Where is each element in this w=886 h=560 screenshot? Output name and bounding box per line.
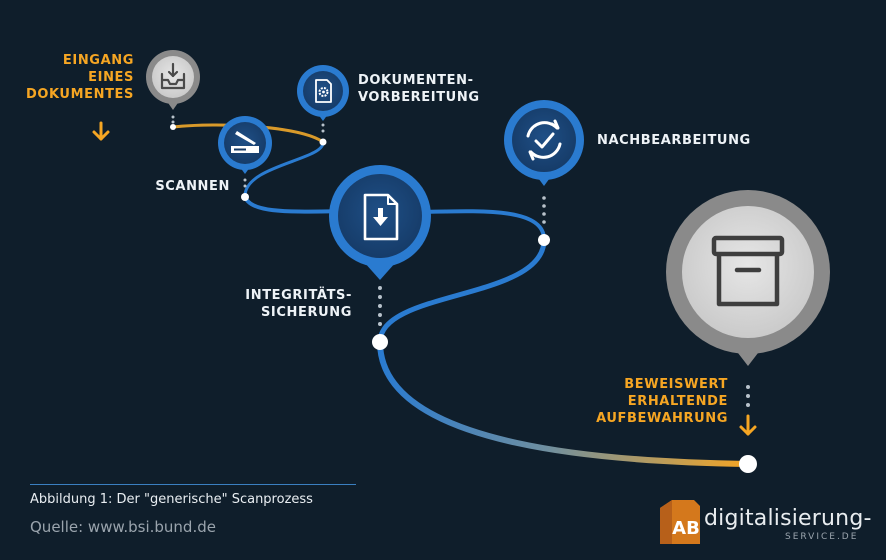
refresh-check-icon [526, 119, 562, 161]
label-vorbereitung: DOKUMENTEN- VORBEREITUNG [358, 72, 480, 106]
pin-scannen [218, 116, 272, 174]
path-segment-scannen [243, 141, 325, 197]
label-line: EINES [88, 70, 134, 85]
path-segment-to-aufbewahrung [377, 341, 749, 467]
archive-box-icon [711, 235, 785, 307]
label-nachbearbeitung: NACHBEARBEITUNG [597, 132, 751, 149]
label-line: ERHALTENDE [627, 394, 728, 409]
label-line: SICHERUNG [260, 305, 352, 320]
label-line: INTEGRITÄTS- [245, 288, 352, 303]
label-eingang: EINGANG EINES DOKUMENTES [26, 52, 134, 103]
label-line: SCANNEN [155, 179, 230, 194]
dotted-connectors [171, 115, 750, 407]
label-scannen: SCANNEN [155, 178, 230, 195]
document-download-icon [363, 193, 399, 241]
pin-aufbewahrung [666, 190, 830, 366]
path-nodes [170, 124, 757, 473]
path-segment-back [377, 239, 547, 343]
source-link[interactable]: Quelle: www.bsi.bund.de [30, 518, 216, 536]
inbox-icon [160, 62, 186, 90]
logo-badge-text: AB [672, 518, 700, 539]
pin-nachbearbeitung [504, 100, 584, 186]
label-line: AUFBEWAHRUNG [596, 411, 728, 426]
arrow-down-icon-left [92, 121, 110, 141]
label-line: DOKUMENTEN- [358, 73, 474, 88]
caption-divider [30, 484, 356, 485]
arrow-down-icon-right [739, 414, 757, 436]
pin-integritaet [329, 165, 431, 280]
label-line: VORBEREITUNG [358, 90, 480, 105]
pin-vorbereitung [297, 65, 349, 121]
figure-caption: Abbildung 1: Der "generische" Scanprozes… [30, 492, 313, 507]
label-integritaet: INTEGRITÄTS- SICHERUNG [245, 287, 352, 321]
document-settings-icon [315, 79, 332, 103]
logo-badge: AB [660, 500, 700, 544]
label-line: EINGANG [62, 53, 134, 68]
logo-subtitle: SERVICE.DE [785, 532, 859, 542]
logo-wordmark: digitalisierung- [704, 506, 872, 531]
label-line: DOKUMENTES [25, 87, 134, 102]
label-line: BEWEISWERT [624, 377, 728, 392]
scanner-icon [231, 131, 259, 153]
label-line: NACHBEARBEITUNG [597, 133, 751, 148]
label-aufbewahrung: BEWEISWERT ERHALTENDE AUFBEWAHRUNG [596, 376, 728, 427]
pin-eingang [146, 50, 200, 110]
